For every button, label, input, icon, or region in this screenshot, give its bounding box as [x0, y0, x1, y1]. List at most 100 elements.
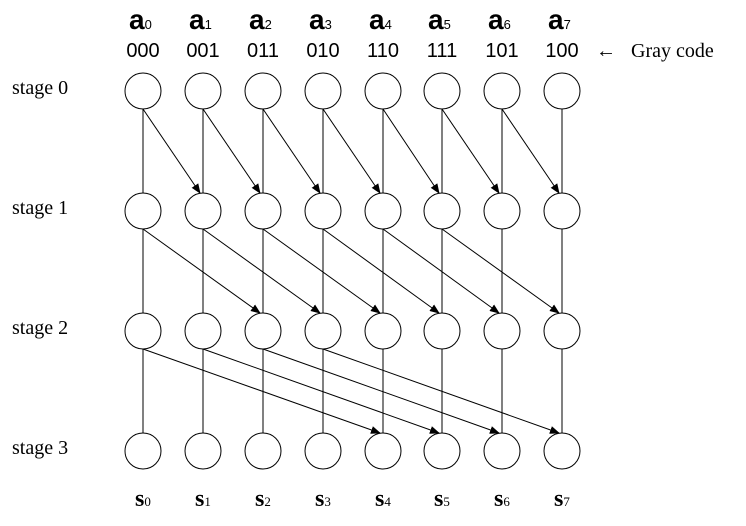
- node-circle: [244, 312, 282, 350]
- output-name: s: [375, 486, 385, 512]
- node-circle: [483, 72, 521, 110]
- input-label: a7: [548, 6, 571, 39]
- node-circle: [304, 432, 342, 470]
- output-label: s2: [255, 486, 271, 513]
- stage-label: stage 2: [12, 317, 69, 339]
- output-index: 6: [503, 494, 510, 509]
- left-arrow-icon: ←: [596, 40, 616, 62]
- input-label: a1: [189, 6, 212, 39]
- output-name: s: [315, 486, 325, 512]
- diagonal-arrow: [202, 348, 440, 434]
- input-name: a: [369, 4, 385, 35]
- gray-code-value: 100: [545, 40, 579, 62]
- output-label: s7: [554, 486, 570, 513]
- diagonal-arrow: [202, 108, 261, 194]
- diagonal-arrow: [441, 228, 560, 314]
- node-circle: [543, 432, 581, 470]
- output-name: s: [255, 486, 265, 512]
- output-name: s: [494, 486, 504, 512]
- node-circle: [184, 432, 222, 470]
- input-name: a: [189, 4, 205, 35]
- input-index: 2: [264, 17, 272, 32]
- diagonal-arrow: [382, 228, 500, 314]
- input-name: a: [548, 4, 564, 35]
- output-name: s: [434, 486, 444, 512]
- node-circle: [423, 432, 461, 470]
- diagonal-arrow: [441, 108, 500, 194]
- diagonal-arrow: [382, 108, 440, 194]
- output-label: s3: [315, 486, 331, 513]
- input-label: a0: [129, 6, 152, 39]
- gray-code-value: 010: [306, 40, 340, 62]
- diagonal-arrow: [142, 348, 381, 434]
- input-name: a: [249, 4, 265, 35]
- node-circle: [364, 312, 402, 350]
- node-circle: [543, 192, 581, 230]
- gray-code-value: 111: [426, 40, 458, 62]
- node-circle: [184, 192, 222, 230]
- diagonal-arrow: [501, 108, 560, 194]
- input-label: a6: [488, 6, 511, 39]
- node-circle: [124, 72, 162, 110]
- output-index: 7: [563, 494, 570, 509]
- diagonal-arrow: [142, 108, 201, 194]
- output-label: s6: [494, 486, 510, 513]
- input-index: 5: [443, 17, 451, 32]
- node-circle: [364, 72, 402, 110]
- gray-code-value: 001: [186, 40, 220, 62]
- node-circle: [124, 432, 162, 470]
- node-circle: [543, 72, 581, 110]
- output-name: s: [554, 486, 564, 512]
- node-circle: [483, 192, 521, 230]
- input-label: a3: [309, 6, 332, 39]
- output-index: 4: [384, 494, 391, 509]
- diagonal-arrow: [142, 228, 261, 314]
- input-index: 7: [563, 17, 571, 32]
- node-circle: [423, 72, 461, 110]
- node-circle: [423, 312, 461, 350]
- output-index: 2: [264, 494, 271, 509]
- gray-code-value: 110: [367, 40, 399, 62]
- node-circle: [483, 432, 521, 470]
- input-name: a: [488, 4, 504, 35]
- input-index: 4: [384, 17, 392, 32]
- node-circle: [124, 192, 162, 230]
- diagonal-arrow: [322, 348, 560, 434]
- node-circle: [543, 312, 581, 350]
- diagonal-arrow: [322, 228, 440, 314]
- gray-code-value: 011: [247, 40, 279, 62]
- stage-label: stage 1: [12, 197, 69, 219]
- input-index: 6: [503, 17, 511, 32]
- node-circle: [244, 192, 282, 230]
- output-index: 1: [204, 494, 211, 509]
- node-circle: [364, 192, 402, 230]
- stage-label: stage 0: [12, 77, 69, 99]
- node-circle: [483, 312, 521, 350]
- gray-code-value: 101: [485, 40, 519, 62]
- node-circle: [304, 312, 342, 350]
- diagonal-arrow: [202, 228, 321, 314]
- input-name: a: [129, 4, 145, 35]
- node-circle: [124, 312, 162, 350]
- node-circle: [244, 72, 282, 110]
- node-circle: [304, 192, 342, 230]
- input-label: a5: [428, 6, 451, 39]
- output-name: s: [195, 486, 205, 512]
- input-name: a: [309, 4, 325, 35]
- output-label: s4: [375, 486, 391, 513]
- input-name: a: [428, 4, 444, 35]
- input-index: 0: [144, 17, 152, 32]
- input-index: 1: [204, 17, 212, 32]
- output-label: s0: [135, 486, 151, 513]
- node-circle: [423, 192, 461, 230]
- diagonal-arrow: [262, 228, 381, 314]
- stage-label: stage 3: [12, 437, 69, 459]
- gray-code-annotation: ← Gray code: [596, 40, 714, 63]
- node-circle: [244, 432, 282, 470]
- output-index: 5: [443, 494, 450, 509]
- gray-code-label: Gray code: [631, 40, 714, 62]
- diagonal-arrow: [262, 348, 500, 434]
- gray-code-value: 000: [126, 40, 160, 62]
